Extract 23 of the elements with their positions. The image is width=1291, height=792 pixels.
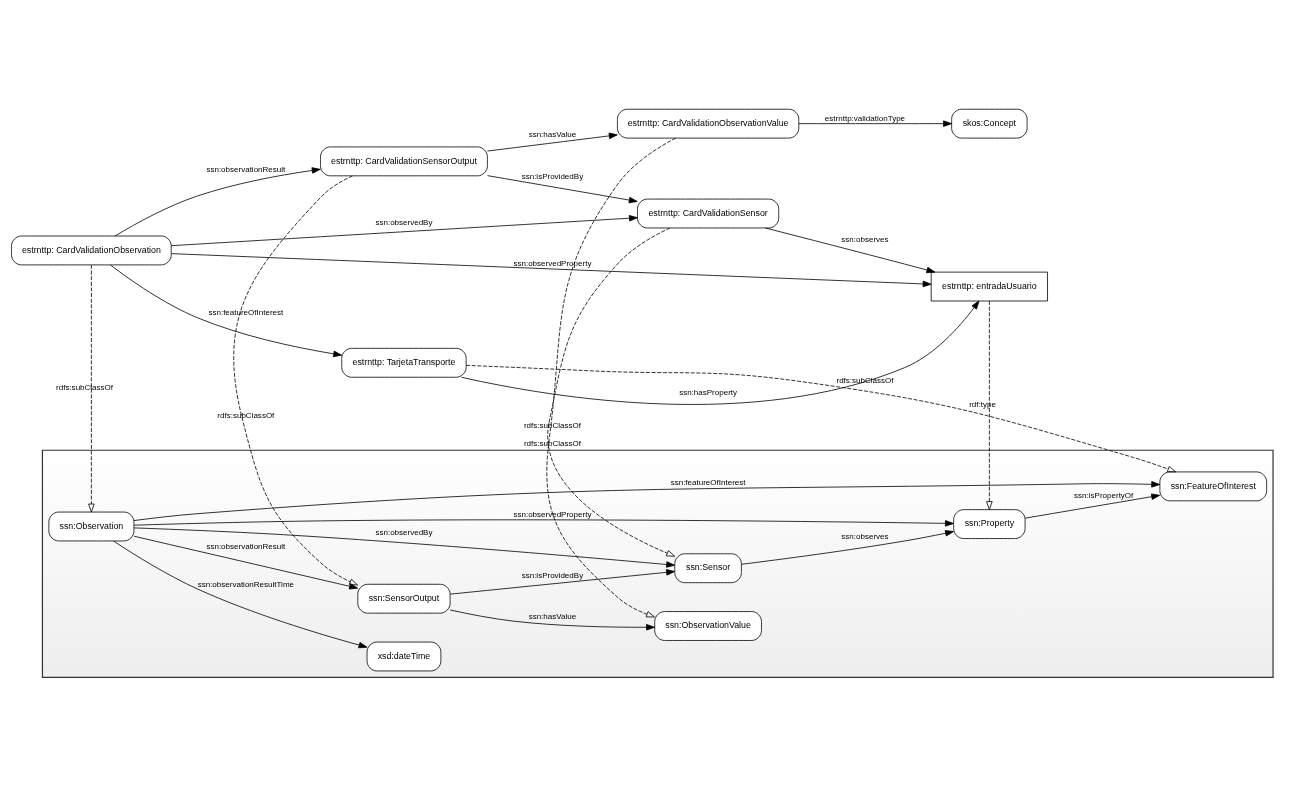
edge-label: ssn:observedProperty [513,509,592,519]
edge-label: ssn:observedBy [375,527,433,537]
edge-label: rdf:type [969,399,996,409]
edge-label: ssn:observationResultTime [197,579,295,589]
edge-label: rdfs:subClassOf [523,420,581,430]
edge-label: estrnttp:validationType [824,113,906,123]
edge-label: ssn:observes [841,234,889,244]
edge-label: ssn:featureOfInterest [670,477,746,487]
edge-label: rdfs:subClassOf [523,438,581,448]
edge-label: ssn:isProvidedBy [521,570,584,580]
edge-label: ssn:isProvidedBy [521,171,584,181]
edge-label: ssn:observedProperty [513,258,592,268]
edge-label: ssn:hasValue [528,129,577,139]
edge-label: ssn:hasProperty [679,387,738,397]
edge-label: ssn:featureOfInterest [208,307,284,317]
edge-label: ssn:observedBy [375,217,433,227]
edge-label: ssn:observationResult [206,164,286,174]
edge-label: ssn:isPropertyOf [1074,490,1134,500]
edge-label: ssn:observationResult [206,541,286,551]
edge-label: ssn:hasValue [528,611,577,621]
edge-label: rdfs:subClassOf [217,410,275,420]
edge-label: rdfs:subClassOf [56,382,114,392]
edge-label: ssn:observes [841,531,889,541]
